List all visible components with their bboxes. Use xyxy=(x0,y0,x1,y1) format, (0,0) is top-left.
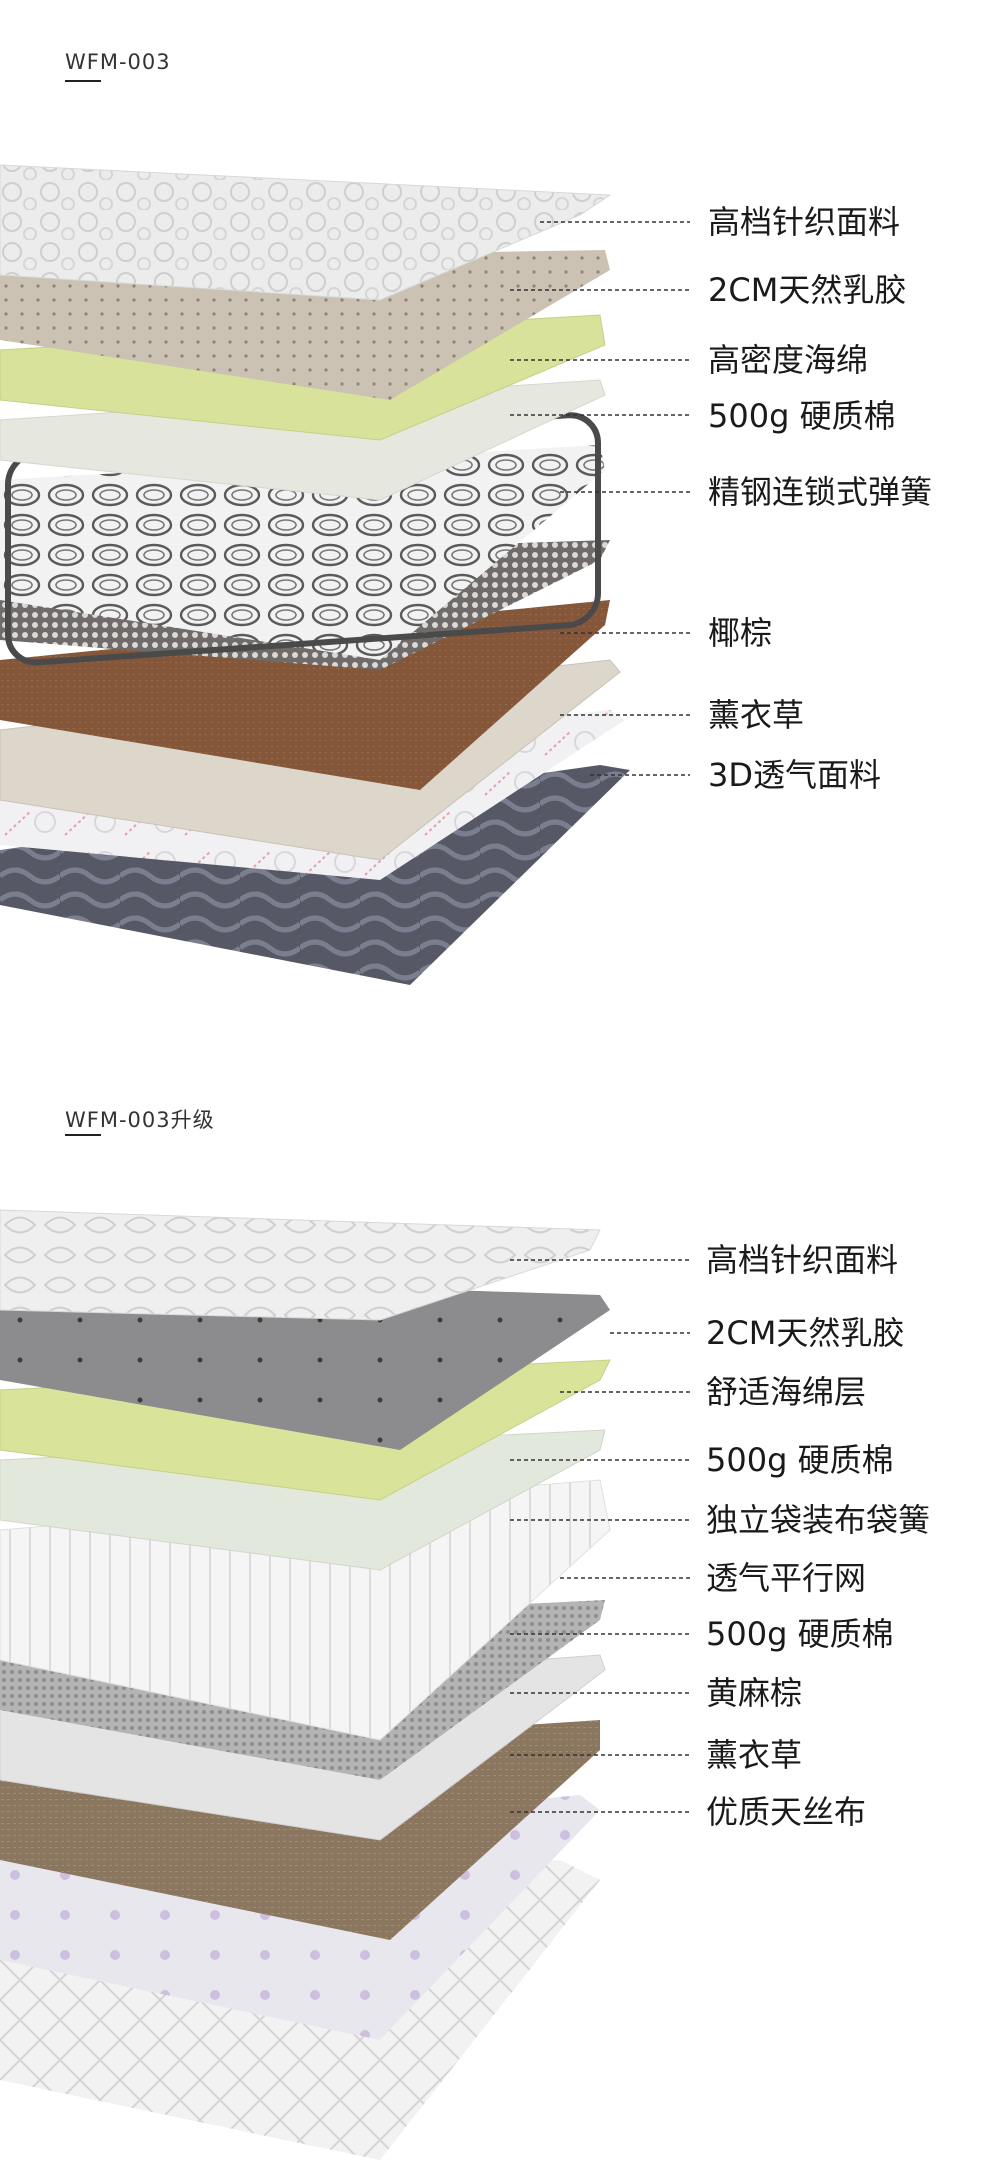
label-3d-fabric: 3D透气面料 xyxy=(708,756,882,794)
label-sponge: 舒适海绵层 xyxy=(706,1373,867,1411)
label-springs: 精钢连锁式弹簧 xyxy=(708,473,933,511)
section-wfm-003: WFM-003 xyxy=(0,0,990,1060)
mattress-layers-illustration xyxy=(0,1209,690,2160)
label-pocket-springs: 独立袋装布袋簧 xyxy=(706,1501,931,1539)
model-underline xyxy=(65,80,101,82)
label-tencel: 优质天丝布 xyxy=(706,1793,867,1831)
label-coir: 椰棕 xyxy=(708,614,773,652)
label-latex: 2CM天然乳胶 xyxy=(708,271,907,309)
label-lavender: 薰衣草 xyxy=(708,696,805,734)
layer-latex xyxy=(0,250,610,400)
layer-latex xyxy=(0,1275,610,1450)
model-underline xyxy=(65,1134,101,1136)
label-knit: 高档针织面料 xyxy=(708,203,901,241)
label-cotton: 500g 硬质棉 xyxy=(708,397,896,435)
label-latex: 2CM天然乳胶 xyxy=(706,1314,905,1352)
leader-lines xyxy=(510,1259,690,1813)
label-cotton-1: 500g 硬质棉 xyxy=(706,1441,894,1479)
layer-knit xyxy=(0,164,612,301)
label-knit: 高档针织面料 xyxy=(706,1241,899,1279)
label-jute: 黄麻棕 xyxy=(706,1674,803,1712)
model-title: WFM-003 xyxy=(65,50,171,74)
layer-3d-fabric xyxy=(0,765,630,985)
layer-knit xyxy=(0,1209,601,1321)
label-net: 透气平行网 xyxy=(706,1559,867,1597)
leader-lines xyxy=(510,221,690,776)
model-title: WFM-003升级 xyxy=(65,1108,215,1132)
layer-springs xyxy=(0,445,605,660)
section-wfm-003-upgrade: WFM-003升级 xyxy=(0,1060,990,2162)
label-lavender: 薰衣草 xyxy=(706,1736,803,1774)
label-cotton-2: 500g 硬质棉 xyxy=(706,1615,894,1653)
label-sponge: 高密度海绵 xyxy=(708,341,869,379)
mattress-layers-illustration xyxy=(0,164,690,985)
